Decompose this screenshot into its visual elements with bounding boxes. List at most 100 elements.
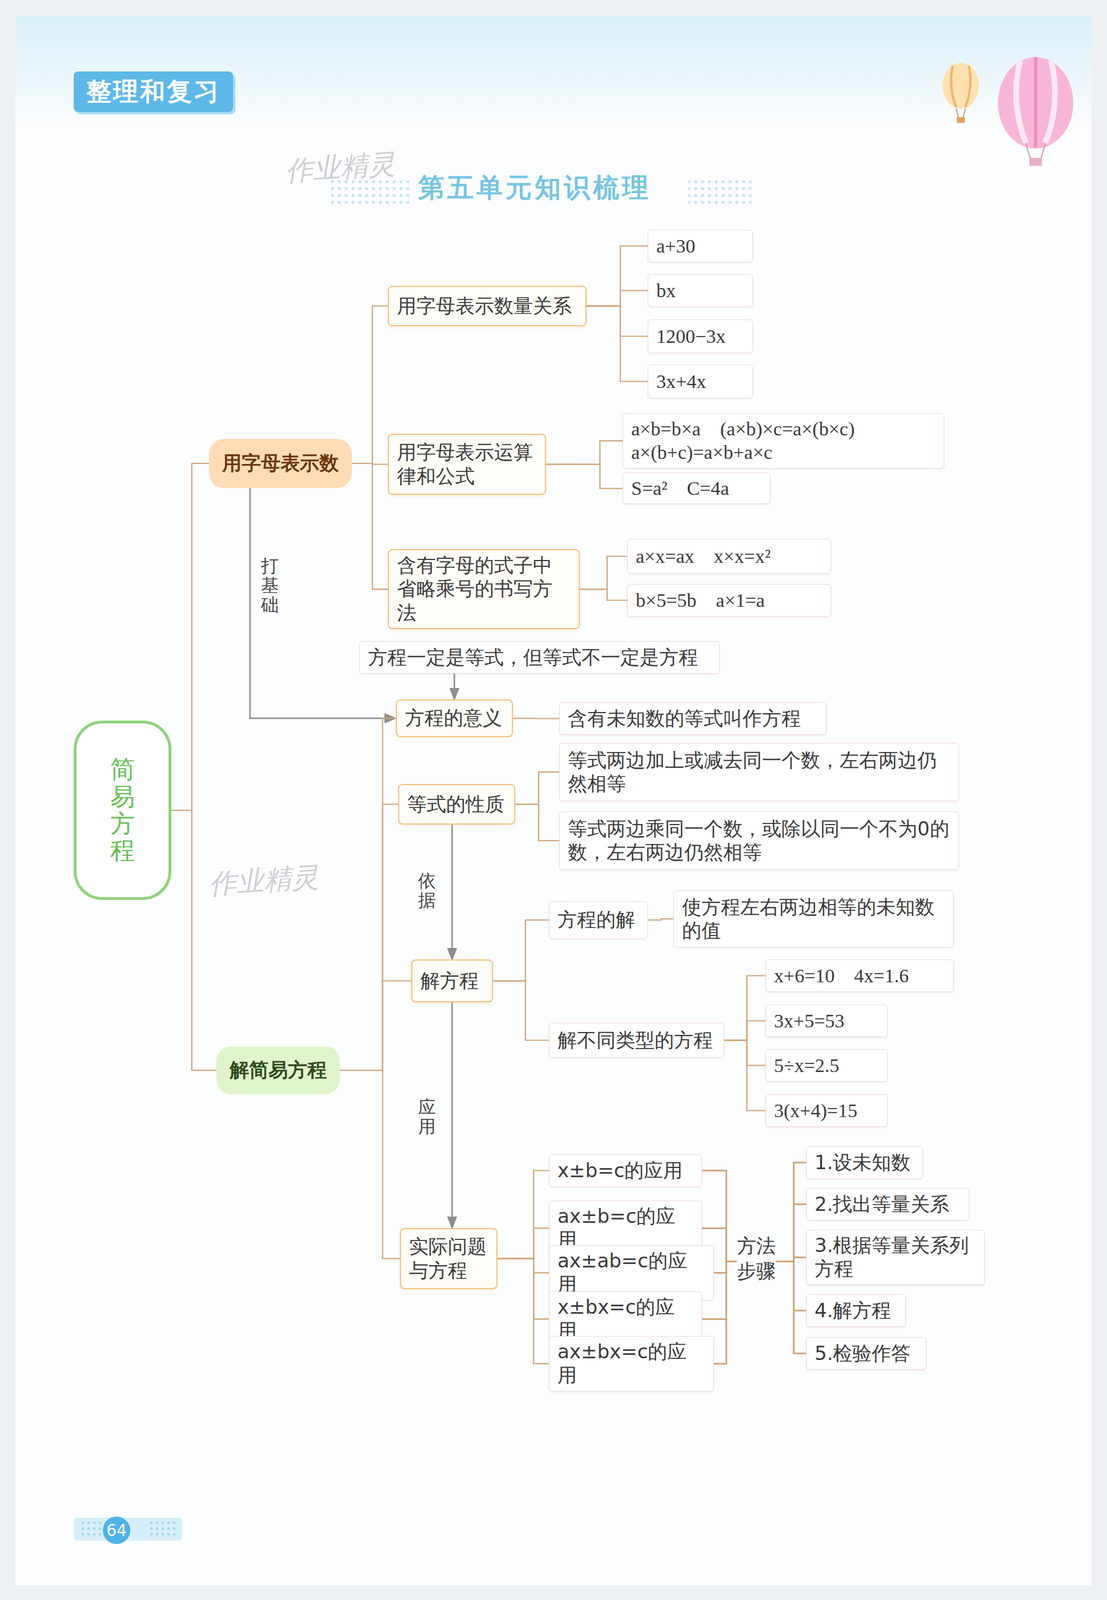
node-text: 实际问题与方程 [408, 1234, 489, 1282]
node-text: 方程一定是等式，但等式不一定是方程 [367, 645, 699, 669]
node-text: 1.设未知数 [814, 1150, 911, 1174]
node-text: 等式两边加上或减去同一个数，左右两边仍然相等 [567, 748, 951, 796]
bracket-connector [546, 464, 623, 489]
leaf-box: 等式两边乘同一个数，或除以同一个不为0的数，左右两边仍然相等 [559, 811, 960, 870]
leaf-box: a×b=b×a (a×b)×c=a×(b×c)a×(b+c)=a×b+a×c [622, 412, 945, 469]
node-text: b×5=5b [635, 588, 697, 612]
category-box: 用字母表示运算律和公式 [387, 433, 547, 495]
category-box: 等式的性质 [398, 783, 516, 825]
bracket-connector [702, 1227, 806, 1353]
leaf-box: 等式两边加上或减去同一个数，左右两边仍然相等 [559, 742, 960, 801]
bracket-connector [546, 440, 623, 464]
node-text: 用字母表示运算律和公式 [396, 440, 537, 488]
node-text: 方程的意义 [404, 706, 503, 730]
bracket-connector [647, 918, 674, 920]
page-card [15, 15, 1092, 1585]
node-text: 2.找出等量关系 [814, 1192, 950, 1216]
leaf-box: a×x=ax x×x=x² [627, 538, 832, 574]
bracket-connector [492, 919, 549, 981]
bracket-connector [497, 1258, 549, 1364]
bracket-connector [171, 809, 217, 1070]
category-box: 方程的意义 [395, 699, 513, 737]
node-text: 解方程 [420, 968, 479, 993]
category-box: 用字母表示数量关系 [387, 285, 587, 327]
node-text: 方程的解 [557, 907, 636, 932]
bracket-connector [586, 306, 648, 337]
node-text: 4.解方程 [814, 1298, 892, 1322]
leaf-box: 3.根据等量关系列方程 [805, 1229, 985, 1285]
watermark: 作业精灵 [284, 145, 397, 190]
node-text: x×x=x² [714, 544, 772, 568]
node-text: 用字母表示数量关系 [396, 294, 572, 318]
page-number: 64 [102, 1515, 131, 1544]
node-text: 3x+4x [656, 369, 707, 393]
diagram-title: 第五单元知识梳理 [418, 170, 652, 206]
leaf-box: 3x+4x [647, 364, 753, 399]
node-text: 等式两边乘同一个数，或除以同一个不为0的数，左右两边仍然相等 [567, 816, 951, 865]
bracket-connector [702, 1227, 806, 1310]
balloon-large [997, 57, 1074, 166]
node-text: 5÷x=2.5 [773, 1053, 840, 1077]
bracket-connector [339, 804, 399, 1071]
node-text: 解不同类型的方程 [557, 1028, 713, 1052]
node-text: a+30 [656, 234, 696, 258]
node-text: x±b=c的应用 [557, 1158, 683, 1182]
node-text: 4x=1.6 [853, 963, 909, 988]
leaf-box: 2.找出等量关系 [805, 1187, 970, 1221]
bracket-connector [497, 1258, 549, 1273]
root-node: 简易方程 [73, 720, 172, 900]
node-text: 使方程左右两边相等的未知数的值 [682, 895, 946, 943]
node-text: a×(b+c)=a×b+a×c [631, 440, 773, 464]
edge-label-text: 打基础 [261, 555, 279, 615]
bracket-connector [724, 1040, 766, 1111]
leaf-box: x+6=10 4x=1.6 [765, 959, 954, 992]
watermark: 作业精灵 [207, 857, 320, 902]
node-text: bx [656, 278, 676, 303]
bracket-connector [586, 290, 648, 307]
topic-pill: 解简易方程 [216, 1045, 340, 1094]
leaf-box: 3(x+4)=15 [765, 1093, 888, 1127]
arrow-connector [451, 1001, 453, 1228]
node-text: (a×b)×c=a×(b×c) [720, 416, 856, 441]
node-text: 简易方程 [110, 755, 135, 864]
leaf-box: ax±bx=c的应用 [548, 1335, 715, 1391]
node-text: a×x=ax [635, 544, 695, 568]
node-text: 含有未知数的等式叫作方程 [567, 706, 801, 731]
bracket-connector [492, 980, 549, 1041]
leaf-box: 5.检验作答 [805, 1336, 927, 1370]
bracket-connector [497, 1258, 549, 1319]
node-text: a×1=a [715, 588, 765, 612]
edge-label: 依据 [418, 870, 436, 910]
node-text: 含有字母的式子中省略乘号的书写方法 [396, 553, 571, 625]
leaf-box: S=a²C=4a [622, 472, 771, 504]
bracket-connector [339, 1069, 400, 1259]
node-text: x+6=10 [773, 963, 835, 988]
node-text: 1200−3x [656, 324, 726, 348]
leaf-box: b×5=5b a×1=a [627, 583, 832, 617]
leaf-box: bx [647, 274, 753, 307]
node-text: a×b=b×a [631, 416, 701, 441]
bracket-connector [512, 717, 560, 720]
balloon-small [942, 62, 980, 123]
step-label: 方法步骤 [736, 1232, 776, 1283]
leaf-box: 解不同类型的方程 [548, 1022, 725, 1058]
node-text: ax±bx=c的应用 [557, 1339, 706, 1387]
bracket-connector [702, 1162, 806, 1319]
node-text: 解简易方程 [229, 1057, 327, 1082]
bracket-connector [497, 1227, 549, 1258]
bracket-connector [724, 975, 766, 1041]
banner-heading: 整理和复习 [73, 71, 234, 112]
node-text: C=4a [686, 476, 729, 500]
top-band [15, 15, 1092, 124]
leaf-box: 3x+5=53 [765, 1004, 888, 1037]
dot-pattern [688, 178, 752, 204]
leaf-box: a+30 [647, 229, 753, 263]
node-text: 5.检验作答 [814, 1341, 911, 1365]
arrow-connector [453, 673, 456, 700]
bracket-connector [724, 1040, 766, 1066]
edge-label-text: 依据 [418, 870, 436, 910]
bracket-connector [497, 1170, 549, 1259]
bracket-connector [724, 1020, 766, 1041]
node-text: 3.根据等量关系列方程 [814, 1233, 977, 1281]
bracket-connector [339, 718, 396, 1070]
